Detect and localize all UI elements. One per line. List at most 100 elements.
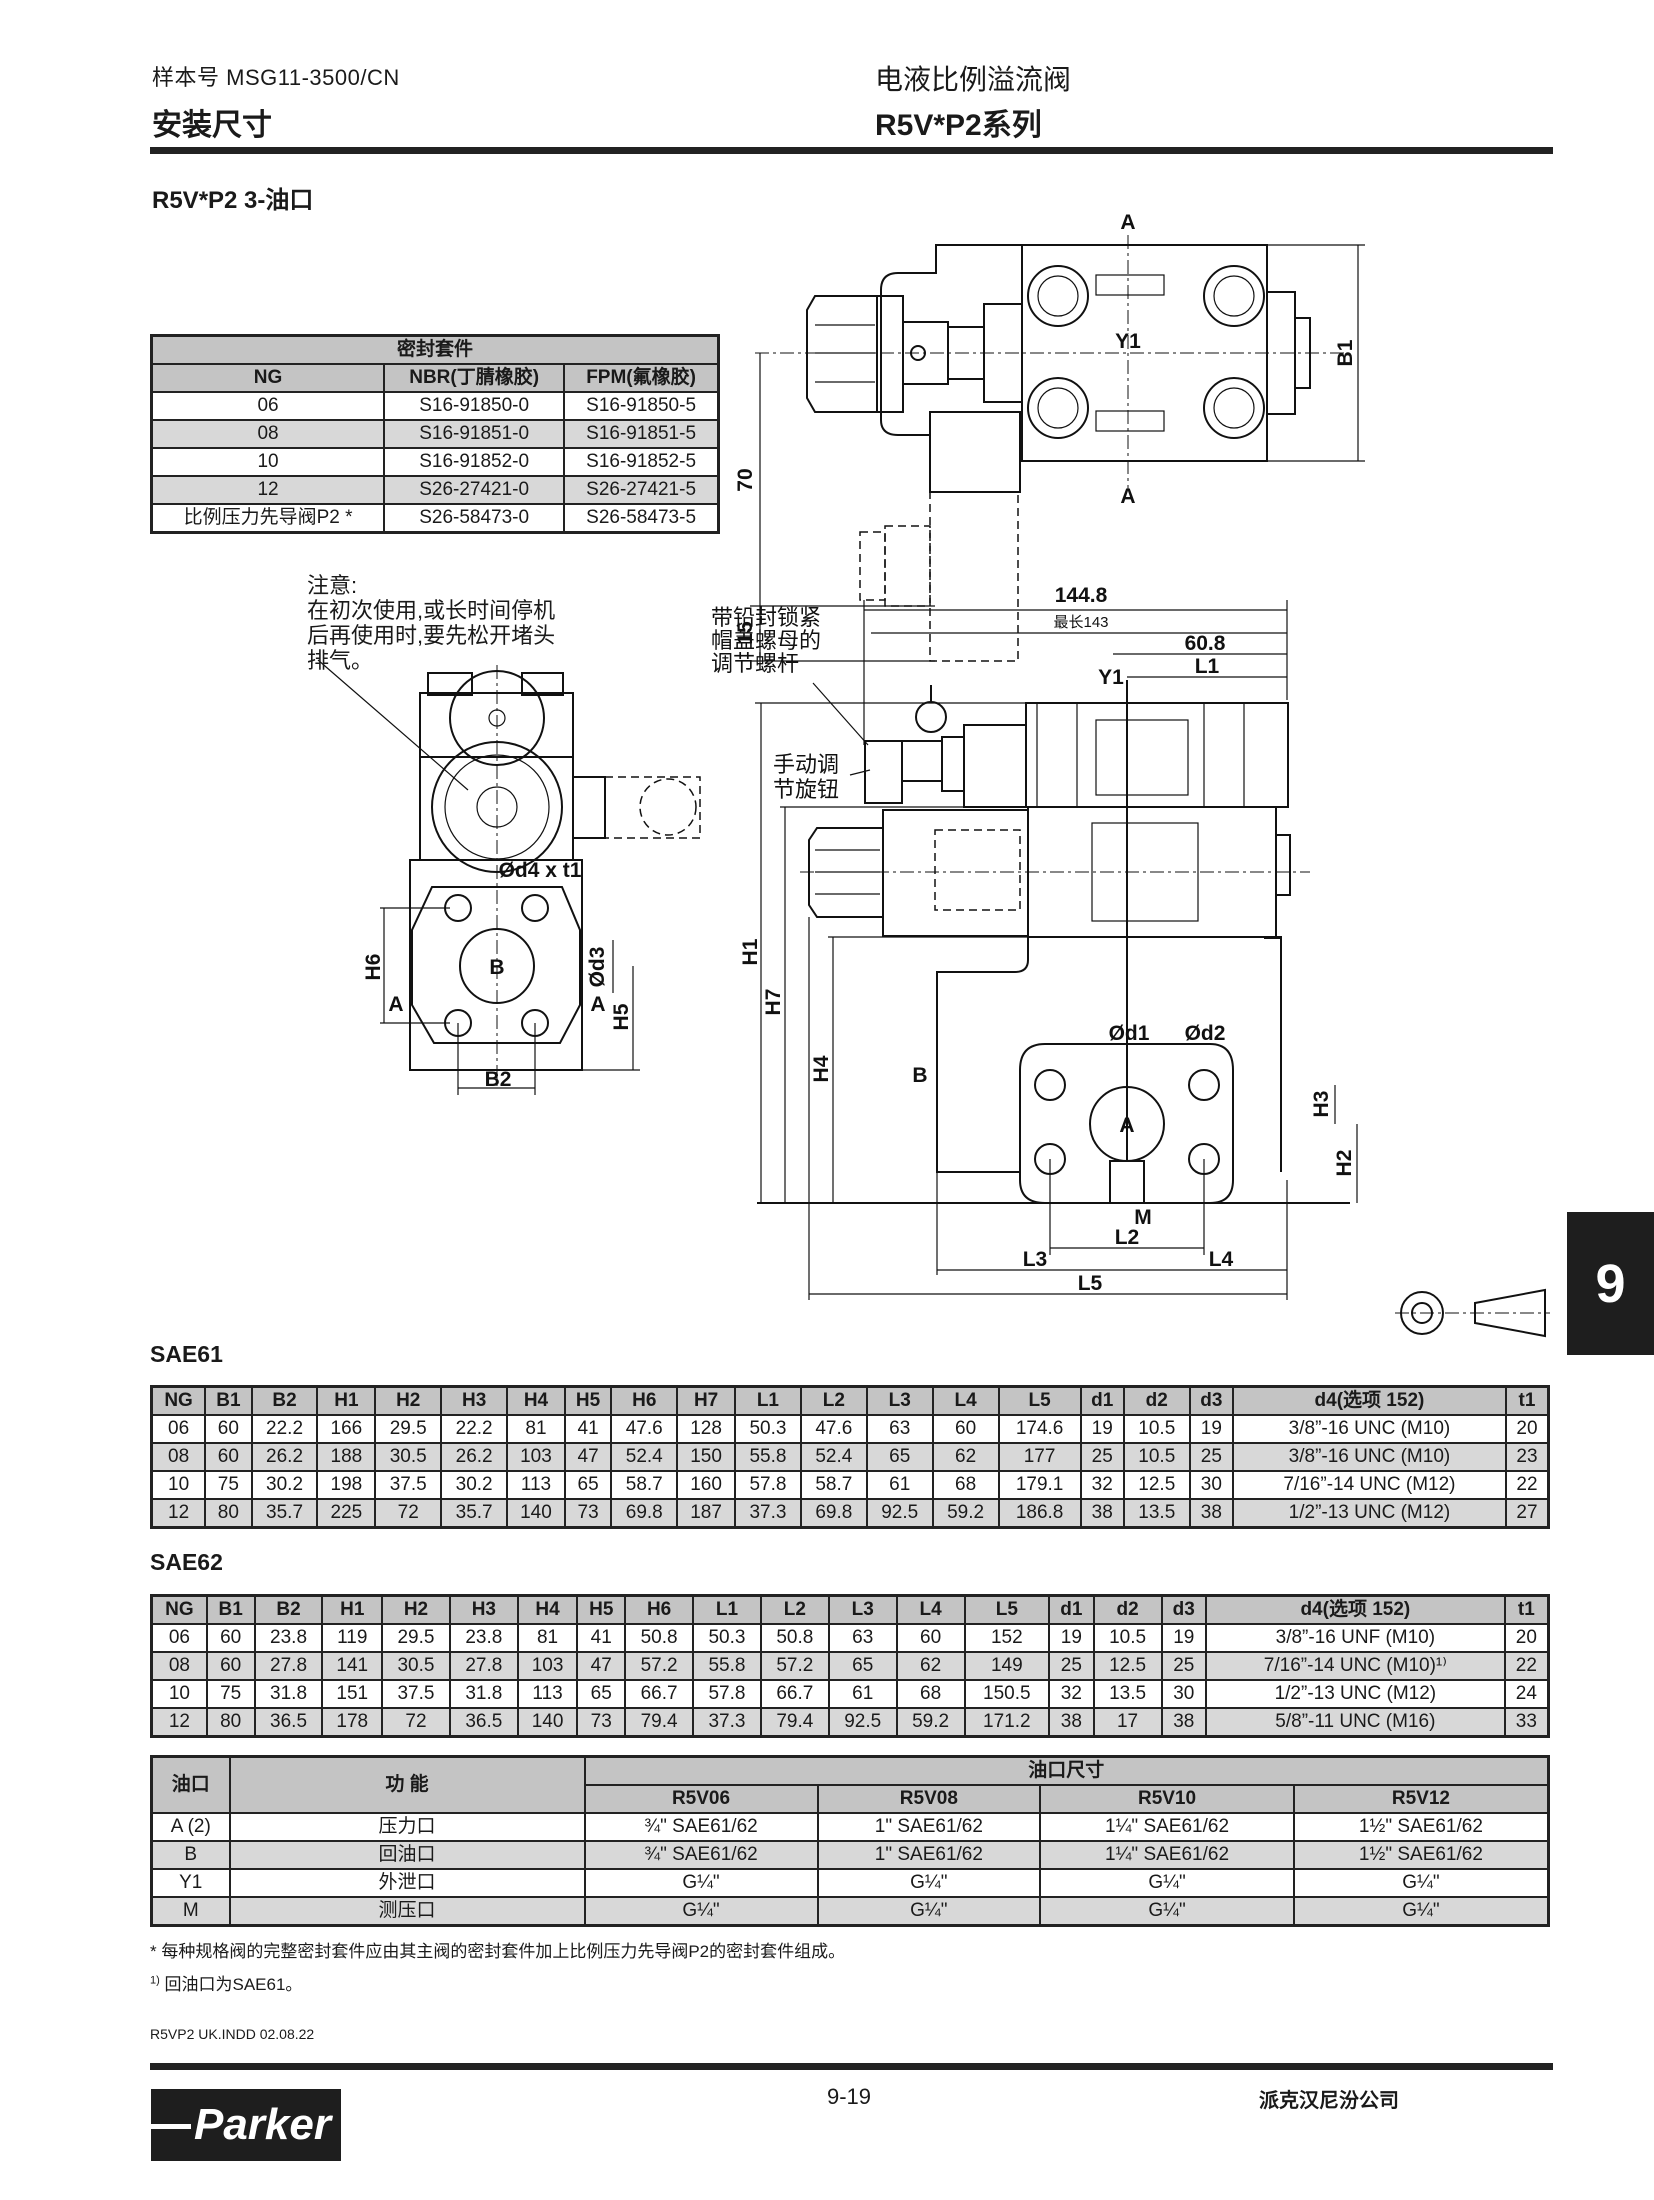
- label-port-b: B: [489, 956, 504, 979]
- column-header: d3: [1160, 1594, 1208, 1625]
- top-view-drawing: A A Y1 B1 70 15: [734, 211, 1365, 662]
- column-header: H7: [676, 1385, 736, 1416]
- column-header: H4: [516, 1594, 579, 1625]
- table-cell: 5/8”-11 UNC (M16): [1205, 1707, 1506, 1738]
- table-cell: 10: [150, 1470, 207, 1500]
- model-column-header: R5V12: [1292, 1784, 1550, 1814]
- table-cell: S16-91850-5: [563, 391, 720, 421]
- file-reference: R5VP2 UK.INDD 02.08.22: [150, 2026, 315, 2042]
- table-cell: S26-58473-5: [563, 503, 720, 534]
- table-cell: 65: [576, 1679, 627, 1709]
- table-cell: 27.8: [253, 1651, 324, 1681]
- table-cell: 22: [1504, 1470, 1550, 1500]
- table-cell: 58.7: [610, 1470, 679, 1500]
- table-cell: 179.1: [997, 1470, 1082, 1500]
- table-cell: 38: [1079, 1498, 1125, 1529]
- table-cell: G¼": [816, 1868, 1042, 1898]
- table-cell: 1/2”-13 UNC (M12): [1231, 1498, 1507, 1529]
- model-column-header: R5V10: [1039, 1784, 1295, 1814]
- table-cell: 68: [931, 1470, 1000, 1500]
- table-cell: 19: [1160, 1623, 1208, 1653]
- table-cell: A (2): [150, 1812, 231, 1842]
- label-port-a: A: [1119, 1114, 1134, 1137]
- callout-screw-line1: 带铅封锁紧: [711, 605, 821, 630]
- end-view-drawing: Ød4 x t1 B H6 A A Ød3 H5 B2: [317, 659, 701, 1095]
- table-cell: 7/16”-14 UNC (M12): [1231, 1470, 1507, 1500]
- table-cell: 19: [1079, 1414, 1125, 1444]
- bleed-note: 注意: 在初次使用,或长时间停机 后再使用时,要先松开堵头 排气。: [307, 573, 555, 673]
- table-cell: 166: [316, 1414, 377, 1444]
- table-cell: 35.7: [440, 1498, 509, 1529]
- product-title: 电液比例溢流阀: [875, 64, 1072, 95]
- column-header: L3: [865, 1385, 934, 1416]
- table-cell: 171.2: [963, 1707, 1051, 1738]
- table-cell: G¼": [583, 1868, 819, 1898]
- column-header: L4: [895, 1594, 966, 1625]
- column-header: d4(选项 152): [1205, 1594, 1506, 1625]
- column-header: H6: [610, 1385, 679, 1416]
- dim-144-8: 144.8: [1055, 584, 1108, 607]
- footnote-text: 回油口为SAE61。: [159, 1975, 303, 1994]
- dim-l4: L4: [1209, 1248, 1234, 1271]
- table-cell: 65: [865, 1442, 934, 1472]
- table-cell: 149: [963, 1651, 1051, 1681]
- function-column-header: 功 能: [228, 1755, 586, 1814]
- logo-text: Parker: [193, 2100, 331, 2149]
- table-cell: 23: [1504, 1442, 1550, 1472]
- column-header: L3: [827, 1594, 898, 1625]
- dim-d1: Ød1: [1109, 1022, 1150, 1045]
- column-header: H2: [381, 1594, 451, 1625]
- table-cell: 22.2: [440, 1414, 509, 1444]
- table-cell: 47: [563, 1442, 613, 1472]
- table-cell: 32: [1048, 1679, 1095, 1709]
- column-header: B2: [253, 1594, 324, 1625]
- projection-symbol-icon: [1395, 1288, 1550, 1338]
- table-cell: 79.4: [624, 1707, 695, 1738]
- note-line: 在初次使用,或长时间停机: [307, 598, 556, 623]
- table-cell: 57.2: [624, 1651, 695, 1681]
- dim-h7: H7: [762, 989, 785, 1016]
- column-header: H3: [448, 1594, 519, 1625]
- port-plugs: [1027, 265, 1265, 439]
- table-cell: S16-91851-5: [563, 419, 720, 449]
- table-cell: 24: [1503, 1679, 1550, 1709]
- table-cell: 50.3: [692, 1623, 762, 1653]
- table-cell: 06: [150, 1414, 207, 1444]
- table-cell: 59.2: [895, 1707, 966, 1738]
- table-cell: 50.8: [759, 1623, 830, 1653]
- table-cell: 31.8: [448, 1679, 519, 1709]
- callout-knob-line1: 手动调: [773, 752, 839, 777]
- table-cell: 08: [150, 419, 386, 449]
- model-column-header: R5V06: [583, 1784, 819, 1814]
- column-header: d2: [1122, 1385, 1191, 1416]
- table-cell: 50.3: [733, 1414, 802, 1444]
- column-header: H2: [374, 1385, 443, 1416]
- table-cell: 198: [316, 1470, 377, 1500]
- footer-rule: [150, 2063, 1553, 2070]
- table-cell: 47: [576, 1651, 627, 1681]
- table-cell: 19: [1048, 1623, 1095, 1653]
- column-header: L5: [963, 1594, 1051, 1625]
- model-column-header: R5V08: [816, 1784, 1042, 1814]
- table-cell: 1½" SAE61/62: [1292, 1812, 1550, 1842]
- column-header: NG: [150, 363, 386, 393]
- table-cell: 外泄口: [228, 1868, 586, 1898]
- table-cell: 1" SAE61/62: [816, 1840, 1042, 1870]
- table-cell: 65: [827, 1651, 898, 1681]
- table-cell: 31.8: [253, 1679, 324, 1709]
- column-header: H5: [576, 1594, 627, 1625]
- column-header: d4(选项 152): [1231, 1385, 1507, 1416]
- table-cell: 30.5: [381, 1651, 451, 1681]
- table-cell: 1/2”-13 UNC (M12): [1205, 1679, 1506, 1709]
- table-cell: 30.2: [250, 1470, 319, 1500]
- table-cell: G¼": [1039, 1868, 1295, 1898]
- table-cell: 150: [676, 1442, 736, 1472]
- table-cell: 20: [1503, 1623, 1550, 1653]
